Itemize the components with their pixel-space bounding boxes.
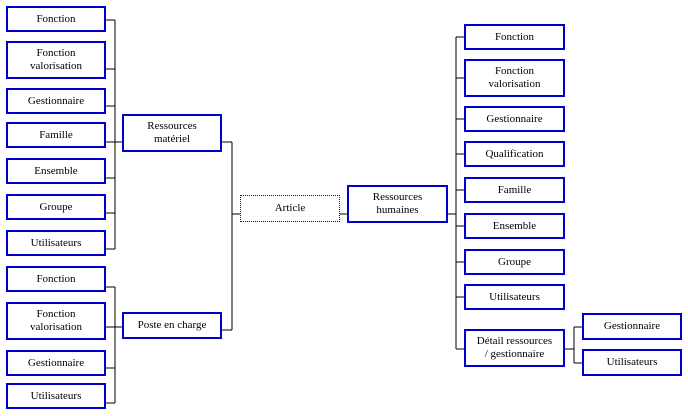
box-label: Fonction [494,30,535,43]
materiel-child-groupe[interactable]: Groupe [6,194,106,220]
box-label: Groupe [498,255,531,268]
humaines-child-groupe[interactable]: Groupe [464,249,565,275]
box-label: Ensemble [492,219,537,232]
poste-en-charge-node[interactable]: Poste en charge [122,312,222,339]
box-label: Qualification [485,147,544,160]
materiel-child-famille[interactable]: Famille [6,122,106,148]
box-label: Groupe [39,200,73,213]
poste-child-utilisateurs[interactable]: Utilisateurs [6,383,106,409]
humaines-child-fonction-valorisation[interactable]: Fonction valorisation [464,59,565,97]
box-label: Gestionnaire [27,94,85,107]
box-label: Ressources matériel [147,120,197,145]
box-label: Fonction [36,12,76,25]
box-label: Fonction valorisation [488,65,541,90]
materiel-child-fonction[interactable]: Fonction [6,6,106,32]
box-label: Fonction [36,272,76,285]
box-label: Utilisateurs [606,356,658,368]
box-label: Fonction valorisation [30,308,82,333]
ressources-humaines-node[interactable]: Ressources humaines [347,185,448,223]
box-label: Détail ressources / gestionnaire [476,335,553,360]
materiel-child-utilisateurs[interactable]: Utilisateurs [6,230,106,256]
box-label: Gestionnaire [603,320,661,332]
humaines-child-famille[interactable]: Famille [464,177,565,203]
box-label: Gestionnaire [486,112,543,125]
poste-child-gestionnaire[interactable]: Gestionnaire [6,350,106,376]
box-label: Famille [39,128,73,141]
box-label: Ensemble [34,164,78,177]
humaines-child-gestionnaire[interactable]: Gestionnaire [464,106,565,132]
materiel-child-fonction-valorisation[interactable]: Fonction valorisation [6,41,106,79]
poste-child-fonction-valorisation[interactable]: Fonction valorisation [6,302,106,340]
detail-child-utilisateurs[interactable]: Utilisateurs [582,349,682,376]
ressources-materiel-node[interactable]: Ressources matériel [122,114,222,152]
humaines-child-detail-ressources-gestionnaire[interactable]: Détail ressources / gestionnaire [464,329,565,367]
poste-child-fonction[interactable]: Fonction [6,266,106,292]
article-node[interactable]: Article [240,195,340,222]
box-label: Gestionnaire [27,356,85,369]
box-label: Article [274,202,306,214]
box-label: Utilisateurs [30,389,82,402]
box-label: Fonction valorisation [30,47,82,72]
humaines-child-ensemble[interactable]: Ensemble [464,213,565,239]
box-label: Poste en charge [137,319,207,331]
box-label: Utilisateurs [489,290,540,303]
box-label: Famille [497,183,532,196]
materiel-child-gestionnaire[interactable]: Gestionnaire [6,88,106,114]
materiel-child-ensemble[interactable]: Ensemble [6,158,106,184]
humaines-child-qualification[interactable]: Qualification [464,141,565,167]
box-label: Ressources humaines [372,191,423,216]
detail-child-gestionnaire[interactable]: Gestionnaire [582,313,682,340]
humaines-child-fonction[interactable]: Fonction [464,24,565,50]
box-label: Utilisateurs [30,236,82,249]
humaines-child-utilisateurs[interactable]: Utilisateurs [464,284,565,310]
